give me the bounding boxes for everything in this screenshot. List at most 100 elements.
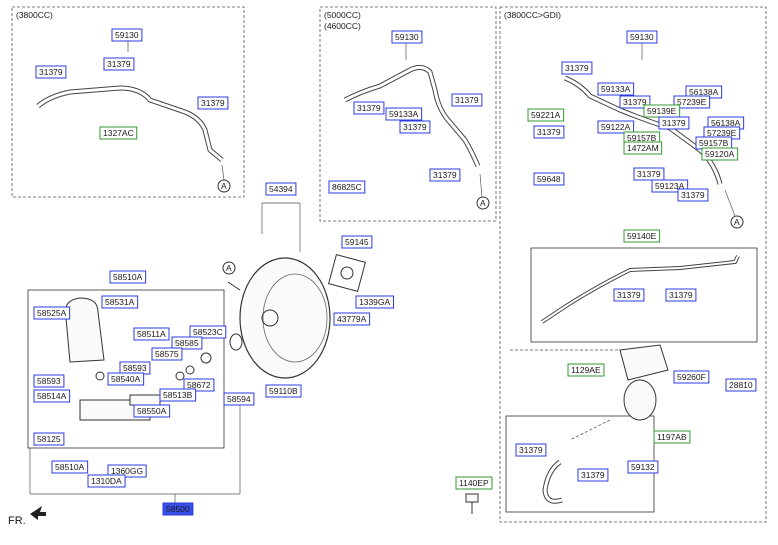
part-label-box[interactable] xyxy=(355,295,395,309)
part-label-box[interactable] xyxy=(451,93,483,107)
part-label-box[interactable] xyxy=(223,392,255,406)
part-label-box[interactable] xyxy=(341,235,373,249)
part-label-box[interactable] xyxy=(577,468,609,482)
part-label-box[interactable] xyxy=(623,141,663,155)
part-label-box[interactable] xyxy=(35,65,67,79)
part-label-text: 31379 xyxy=(669,290,693,300)
part-label-text: 1360GG xyxy=(111,466,143,476)
part-label-box[interactable] xyxy=(455,476,493,490)
part-label-text: 1472AM xyxy=(627,143,659,153)
part-label-box[interactable] xyxy=(133,327,170,341)
part-label-box[interactable] xyxy=(171,336,203,350)
part-label-box[interactable] xyxy=(633,167,665,181)
part-label-text: 58510A xyxy=(55,462,85,472)
part-label-text: 58523C xyxy=(193,327,223,337)
part-label-text: 59221A xyxy=(531,110,561,120)
part-label-box[interactable] xyxy=(567,363,605,377)
part-label-text: 59132 xyxy=(631,462,655,472)
part-label-text: 1327AC xyxy=(103,128,134,138)
part-label-box[interactable] xyxy=(725,378,757,392)
part-label-text: 31379 xyxy=(357,103,381,113)
part-label-box[interactable] xyxy=(33,432,65,446)
part-number-labels: 591303137931379313791327AC59130313795913… xyxy=(33,28,757,516)
vacuum-pump xyxy=(619,344,669,421)
part-label-box[interactable] xyxy=(619,95,651,109)
part-label-text: 58525A xyxy=(37,308,67,318)
part-label-text: 31379 xyxy=(617,290,641,300)
part-label-box[interactable] xyxy=(189,325,227,339)
part-label-text: 58510A xyxy=(113,272,143,282)
part-label-box[interactable] xyxy=(623,229,661,243)
part-label-box[interactable] xyxy=(33,389,71,403)
part-label-text: 59157B xyxy=(627,133,657,143)
part-label-box[interactable] xyxy=(33,374,65,388)
part-label-box[interactable] xyxy=(99,126,138,140)
part-label-box[interactable] xyxy=(133,404,171,418)
part-label-box[interactable] xyxy=(399,120,431,134)
part-label-box[interactable] xyxy=(333,312,371,326)
part-label-box[interactable] xyxy=(527,108,565,122)
part-label-box[interactable] xyxy=(627,460,659,474)
part-label-box[interactable] xyxy=(87,474,126,488)
part-label-box[interactable] xyxy=(109,270,147,284)
part-label-box[interactable] xyxy=(653,430,691,444)
part-label-text: 1197AB xyxy=(657,432,687,442)
part-label-box[interactable] xyxy=(515,443,547,457)
part-label-text: 1339GA xyxy=(359,297,391,307)
part-label-box[interactable] xyxy=(162,502,194,516)
part-label-box[interactable] xyxy=(151,347,183,361)
part-label-box[interactable] xyxy=(265,384,302,398)
frame-5000cc xyxy=(319,6,497,222)
part-label-box[interactable] xyxy=(677,188,709,202)
part-label-text: 59648 xyxy=(537,174,561,184)
part-label-box[interactable] xyxy=(328,180,366,194)
part-label-text: 31379 xyxy=(39,67,63,77)
part-label-text: 31379 xyxy=(201,98,225,108)
part-label-box[interactable] xyxy=(429,168,461,182)
part-label-box[interactable] xyxy=(597,82,635,96)
part-label-box[interactable] xyxy=(107,464,147,478)
part-label-box[interactable] xyxy=(183,378,215,392)
part-label-text: 58514A xyxy=(37,391,67,401)
part-label-text: 59140E xyxy=(627,231,657,241)
part-label-box[interactable] xyxy=(159,388,197,402)
part-label-box[interactable] xyxy=(197,96,229,110)
part-label-text: 31379 xyxy=(433,170,457,180)
part-label-box[interactable] xyxy=(51,460,89,474)
front-arrow-icon xyxy=(30,506,46,520)
part-label-text: 31379 xyxy=(403,122,427,132)
part-label-box[interactable] xyxy=(103,57,135,71)
part-label-box[interactable] xyxy=(33,306,71,320)
part-label-text: 59139E xyxy=(647,106,677,116)
part-label-box[interactable] xyxy=(561,61,593,75)
part-label-box[interactable] xyxy=(111,28,143,42)
part-label-box[interactable] xyxy=(391,30,423,44)
part-label-box[interactable] xyxy=(533,172,565,186)
part-label-box[interactable] xyxy=(353,101,385,115)
part-label-box[interactable] xyxy=(673,95,711,109)
part-label-box[interactable] xyxy=(673,370,710,384)
part-label-text: 59110B xyxy=(269,386,298,396)
part-label-box[interactable] xyxy=(107,372,145,386)
part-label-text: 59122A xyxy=(601,122,631,132)
part-label-box[interactable] xyxy=(533,125,565,139)
part-label-box[interactable] xyxy=(265,182,297,196)
section-caption-4600cc: (4600CC) xyxy=(324,21,361,31)
part-label-box[interactable] xyxy=(101,295,139,309)
part-label-text: 58575 xyxy=(155,349,179,359)
part-label-text: 31379 xyxy=(519,445,543,455)
part-label-text: 59133A xyxy=(389,109,419,119)
part-label-box[interactable] xyxy=(597,120,635,134)
part-label-text: 1129AE xyxy=(571,365,601,375)
part-label-box[interactable] xyxy=(701,147,739,161)
part-label-box[interactable] xyxy=(626,30,658,44)
part-label-text: 58550A xyxy=(137,406,167,416)
part-label-box[interactable] xyxy=(385,107,423,121)
part-label-text: 31379 xyxy=(681,190,705,200)
hose-5000cc xyxy=(343,64,490,210)
part-label-box[interactable] xyxy=(665,288,697,302)
callout-letter: A xyxy=(480,198,486,208)
part-label-box[interactable] xyxy=(613,288,645,302)
part-label-box[interactable] xyxy=(658,116,690,130)
callout-letter: A xyxy=(226,263,232,273)
